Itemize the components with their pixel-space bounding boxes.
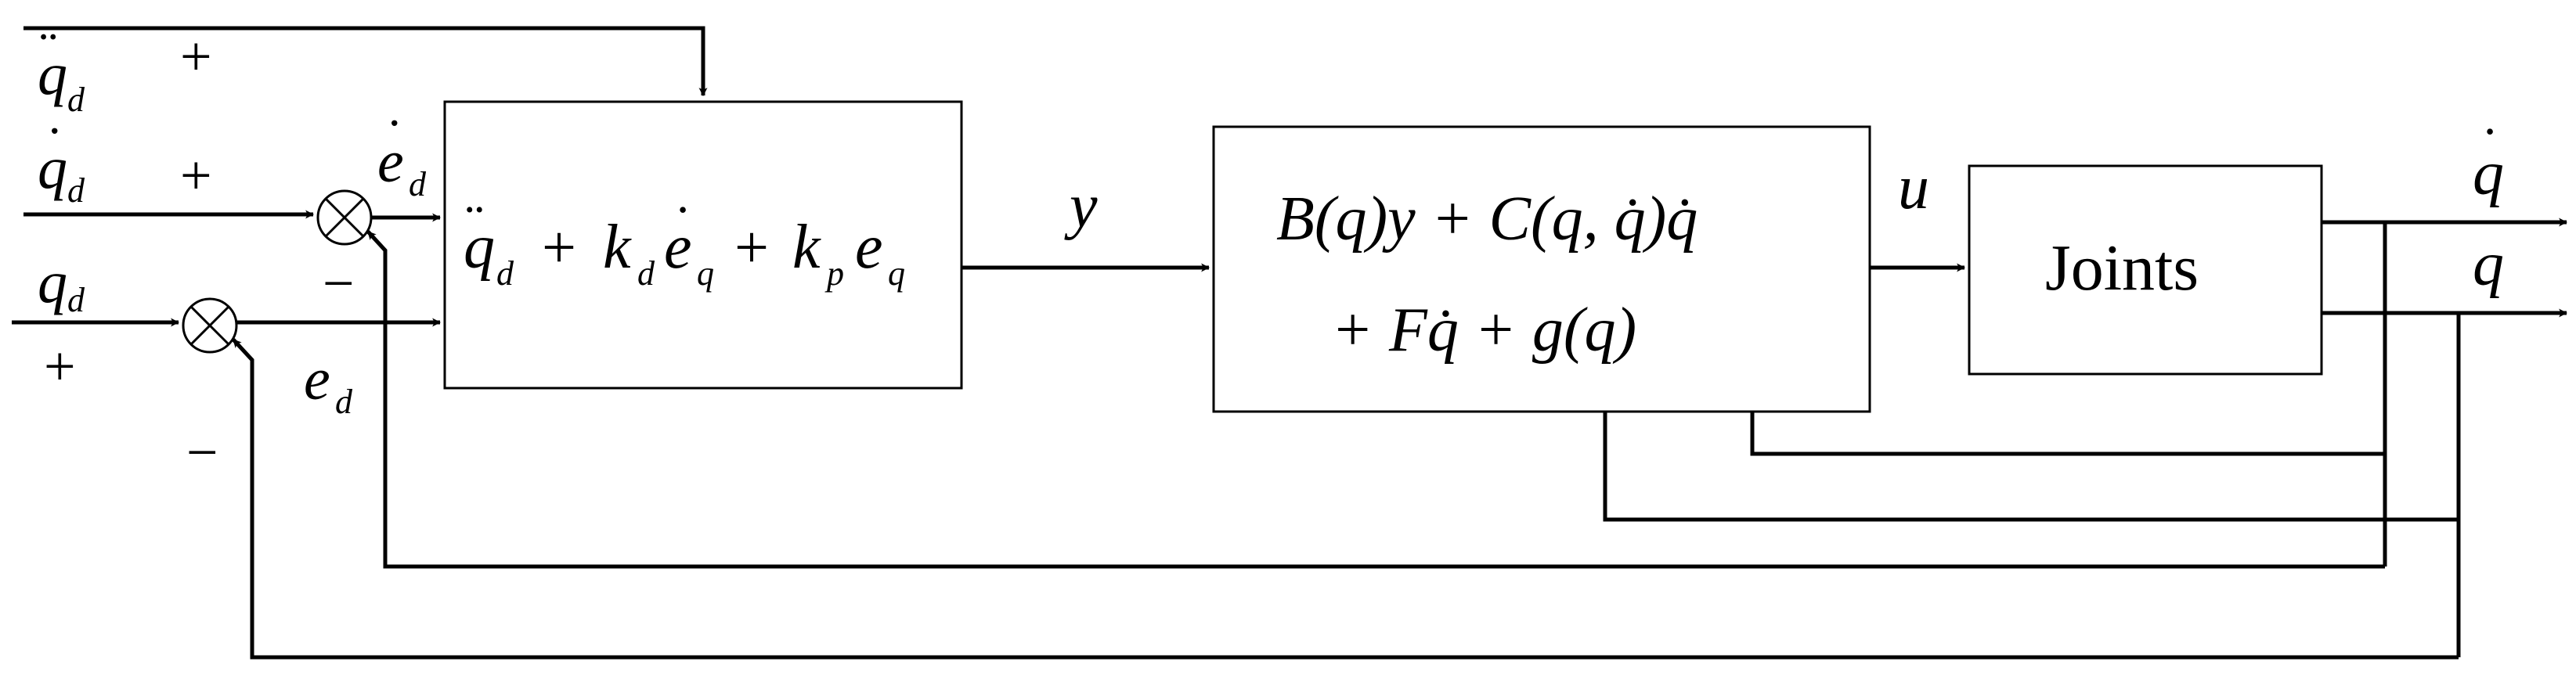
qdot-output-label: q ˙: [2473, 116, 2504, 208]
qdd-feedforward-line: [23, 26, 708, 97]
svg-text:˙: ˙: [2480, 116, 2499, 178]
svg-text:d: d: [335, 383, 353, 421]
svg-text:d: d: [67, 81, 85, 119]
qd-sign: +: [44, 335, 76, 397]
svg-text:e: e: [855, 213, 883, 282]
svg-text:p: p: [824, 254, 844, 293]
svg-text:q: q: [38, 41, 67, 107]
svg-text:+: +: [734, 213, 769, 281]
y-label: y: [1064, 172, 1098, 241]
controller-block: [443, 100, 963, 390]
q-output-label: q: [2473, 230, 2504, 299]
qdot-feedback-to-dynamics: [1750, 412, 2385, 456]
svg-text:e: e: [664, 213, 692, 282]
svg-text:˙: ˙: [673, 194, 692, 257]
svg-text:q: q: [697, 254, 714, 293]
svg-text:q: q: [38, 250, 67, 315]
svg-text:+: +: [542, 213, 576, 281]
q-feedback-to-e-junction: [232, 338, 2459, 660]
svg-text:d: d: [409, 165, 427, 203]
dynamics-line-1: B(q)y + C(q, q̇)q̇: [1276, 185, 1697, 254]
qdd-sign: +: [180, 25, 212, 88]
qd-dot-input-label: q ˙ d: [38, 117, 85, 210]
svg-text:d: d: [67, 281, 85, 319]
q-feedback-to-dynamics: [1603, 412, 2459, 522]
svg-text:d: d: [637, 254, 655, 293]
svg-text:¨: ¨: [465, 192, 484, 255]
edot-d-label: e ˙ d: [377, 109, 427, 203]
u-label: u: [1898, 153, 1929, 222]
dynamics-block: [1212, 125, 1871, 413]
svg-text:e: e: [377, 129, 404, 195]
e-feedback-sign: −: [186, 421, 218, 484]
svg-text:d: d: [496, 254, 514, 293]
svg-text:˙: ˙: [385, 109, 403, 169]
svg-text:q: q: [888, 254, 905, 293]
edot-summing-junction: [316, 189, 373, 246]
qd-input-label: q d: [38, 250, 85, 319]
dynamics-line-2: + Fq̇ + g(q): [1331, 296, 1636, 365]
controller-law: q ¨ d + k d e ˙ q + k p e q: [464, 192, 905, 293]
svg-text:e: e: [304, 347, 330, 412]
svg-text:q: q: [2473, 139, 2504, 208]
svg-text:q: q: [38, 135, 67, 201]
svg-text:k: k: [792, 213, 821, 282]
edot-feedback-sign: −: [323, 252, 355, 315]
joints-label: Joints: [2045, 232, 2199, 304]
svg-text:¨: ¨: [39, 21, 57, 81]
svg-text:d: d: [67, 171, 85, 210]
qd-dot-sign: +: [180, 144, 212, 207]
qdd-input-label: q ¨ d: [38, 21, 85, 119]
svg-text:k: k: [603, 213, 632, 282]
e-summing-junction: [182, 297, 238, 354]
svg-text:˙: ˙: [45, 117, 63, 177]
joints-block: [1968, 164, 2323, 376]
qdot-feedback-to-edot-junction: [366, 230, 2385, 569]
svg-text:q: q: [464, 213, 495, 282]
e-d-label: e d: [304, 347, 353, 421]
